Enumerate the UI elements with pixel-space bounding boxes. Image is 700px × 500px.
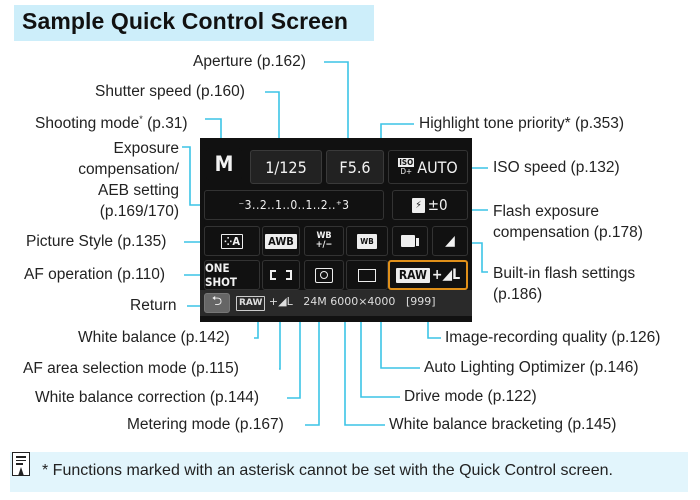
- image-quality-jpeg: +◢L: [431, 267, 461, 283]
- aperture-value[interactable]: F5.6: [326, 150, 384, 184]
- white-balance-value: AWB: [265, 233, 297, 249]
- white-balance-cell[interactable]: AWB: [262, 226, 300, 256]
- flash-comp-value: ±0: [427, 196, 448, 214]
- wb-bracketing-icon: WB: [357, 233, 377, 249]
- callout-builtin-flash: [468, 242, 488, 273]
- flash-comp-cell[interactable]: ⚡ ±0: [392, 190, 468, 220]
- metering-cell[interactable]: [304, 260, 344, 290]
- af-area-icon: [270, 270, 292, 280]
- label-shooting-mode: Shooting mode* (p.31): [35, 114, 188, 133]
- wb-bracketing-cell[interactable]: WB: [346, 226, 388, 256]
- drive-mode-cell[interactable]: [346, 260, 388, 290]
- alo-icon: [401, 235, 415, 247]
- af-operation-value[interactable]: ONE SHOT: [204, 260, 260, 290]
- note-banner: [10, 452, 688, 492]
- title-banner: [14, 5, 374, 41]
- label-image-quality: Image-recording quality (p.126): [445, 329, 661, 346]
- label-highlight-tone: Highlight tone priority* (p.353): [419, 115, 625, 132]
- callout-shutter: [265, 91, 280, 158]
- return-icon: ⮌: [211, 294, 223, 309]
- drive-mode-icon: [358, 268, 376, 282]
- label-wb-bracketing: White balance bracketing (p.145): [389, 416, 617, 433]
- image-quality-cell[interactable]: RAW +◢L: [388, 260, 468, 290]
- iso-value: AUTO: [417, 157, 458, 177]
- status-info: RAW +◢L 24M 6000×4000 [999]: [236, 295, 436, 311]
- status-bar: ⮌ RAW +◢L 24M 6000×4000 [999]: [200, 290, 472, 316]
- shooting-mode-value[interactable]: M: [206, 148, 242, 180]
- note-text: * Functions marked with an asterisk cann…: [42, 462, 613, 479]
- image-quality-raw: RAW: [395, 267, 430, 283]
- label-iso-speed: ISO speed (p.132): [493, 159, 620, 176]
- highlight-tone-icon: ISO D+: [398, 158, 415, 176]
- picture-style-cell[interactable]: ⁘A: [204, 226, 260, 256]
- label-alo: Auto Lighting Optimizer (p.146): [424, 359, 639, 376]
- alo-cell[interactable]: [392, 226, 428, 256]
- picture-style-icon: ⁘A: [221, 233, 243, 249]
- builtin-flash-cell[interactable]: ◢: [432, 226, 468, 256]
- flash-comp-icon: ⚡: [412, 197, 425, 213]
- status-raw: RAW: [236, 296, 266, 311]
- label-drive-mode: Drive mode (p.122): [404, 388, 537, 405]
- status-size: 24M 6000×4000: [303, 295, 396, 308]
- label-aperture: Aperture (p.162): [193, 53, 306, 70]
- callout-aperture: [324, 61, 349, 158]
- label-shutter-speed: Shutter speed (p.160): [95, 83, 245, 100]
- status-jpeg: +◢L: [268, 295, 293, 308]
- exposure-comp-scale[interactable]: ⁻3..2..1..0..1..2..⁺3: [204, 190, 384, 220]
- builtin-flash-icon: ◢: [445, 233, 455, 249]
- label-wb-correction: White balance correction (p.144): [35, 389, 260, 406]
- metering-icon: [315, 267, 333, 283]
- iso-cell[interactable]: ISO D+ AUTO: [388, 150, 468, 184]
- label-picture-style: Picture Style (p.135): [26, 233, 167, 250]
- af-area-cell[interactable]: [262, 260, 300, 290]
- label-builtin-flash: Built-in flash settings (p.186): [493, 265, 636, 303]
- shutter-speed-value[interactable]: 1/125: [250, 150, 322, 184]
- label-white-balance: White balance (p.142): [78, 329, 230, 346]
- wb-correction-cell[interactable]: WB +/−: [304, 226, 344, 256]
- page-title: Sample Quick Control Screen: [22, 8, 349, 34]
- label-return: Return: [130, 297, 177, 314]
- return-button[interactable]: ⮌: [204, 293, 230, 313]
- callout-exposure: [182, 146, 206, 206]
- label-exposure-comp: Exposure compensation/ AEB setting (p.16…: [78, 140, 179, 220]
- label-af-operation: AF operation (p.110): [24, 266, 166, 283]
- quick-control-screen: M 1/125 F5.6 ISO D+ AUTO ⁻3..2..1..0..1.…: [200, 138, 472, 322]
- memo-icon: [12, 452, 30, 476]
- label-metering: Metering mode (p.167): [127, 416, 284, 433]
- label-af-area: AF area selection mode (p.115): [23, 360, 239, 377]
- callout-metering: [305, 284, 320, 426]
- label-flash-comp: Flash exposure compensation (p.178): [493, 203, 643, 241]
- status-shots: [999]: [405, 295, 436, 308]
